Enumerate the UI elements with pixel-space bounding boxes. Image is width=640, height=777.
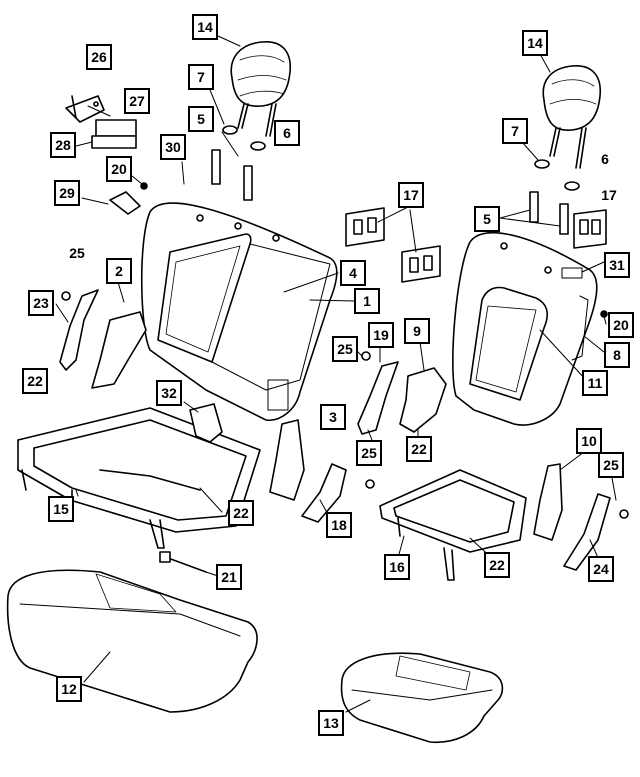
latch-bracket-26 [65,95,105,123]
callout-2: 2 [106,258,132,284]
bracket-9 [399,367,447,433]
callout-9: 9 [404,318,430,344]
bolt-21 [159,551,207,573]
pad-28 [91,135,137,149]
bushing-right-7 [534,159,550,169]
headrest-guides-left [211,149,253,201]
screw-25c [365,479,375,489]
callout-25-c: 25 [356,440,382,466]
seat-back-left [140,202,338,421]
callout-25-d: 25 [598,452,624,478]
callout-18: 18 [326,512,352,538]
seat-cushion-left [6,569,258,713]
callout-20-right: 20 [608,312,634,338]
callout-14-left: 14 [192,14,218,40]
callout-6-left: 6 [274,120,300,146]
seat-frame-left [17,407,261,549]
callout-11: 11 [582,370,608,396]
callout-4: 4 [340,260,366,286]
callout-13: 13 [318,710,344,736]
callout-14-right: 14 [522,30,548,56]
callout-22-a: 22 [22,368,48,394]
callout-32: 32 [156,380,182,406]
callout-17-b: 17 [601,187,617,203]
callout-19: 19 [368,322,394,348]
callout-25-b: 25 [332,336,358,362]
callout-22-b: 22 [228,500,254,526]
trim-24 [563,493,611,571]
callout-22-d: 22 [484,552,510,578]
callout-24: 24 [588,556,614,582]
callout-1: 1 [354,288,380,314]
callout-29: 29 [54,180,80,206]
bushing-right-6 [564,181,580,191]
callout-30: 30 [160,134,186,160]
headrest-right [542,65,601,169]
callout-25-left: 25 [69,245,85,261]
bracket-2 [91,311,147,389]
screw-20a [140,182,148,190]
latch-17c [573,209,607,249]
callout-22-c: 22 [406,436,432,462]
seat-frame-right [379,469,527,581]
callout-5-left: 5 [188,106,214,132]
latch-17a [345,207,385,247]
screw-25d [619,509,629,519]
callout-20-left: 20 [106,156,132,182]
hinge-32 [189,403,223,443]
seat-back-right [452,232,598,426]
callout-17-a: 17 [398,182,424,208]
seat-cushion-right [340,652,504,744]
latch-17b [401,245,441,283]
callout-7-left: 7 [188,64,214,90]
screw-23 [61,291,71,301]
trim-19 [357,361,399,435]
callout-23: 23 [28,290,54,316]
callout-28: 28 [50,132,76,158]
callout-6-right: 6 [601,151,609,167]
bushing-left-7 [222,125,238,135]
callout-15: 15 [48,496,74,522]
pivot-bracket-right [533,463,563,541]
clip-29 [109,191,141,215]
callout-3: 3 [320,404,346,430]
callout-31: 31 [604,252,630,278]
headrest-left [230,41,291,137]
pivot-bracket-left [269,419,305,501]
trim-23 [59,289,99,371]
cover-27 [95,119,137,137]
callout-5-right: 5 [474,206,500,232]
callout-21: 21 [216,564,242,590]
callout-27: 27 [124,88,150,114]
callout-10: 10 [576,428,602,454]
headrest-guides-right [529,191,569,235]
callout-8: 8 [604,342,630,368]
callout-26: 26 [86,44,112,70]
callout-7-right: 7 [502,118,528,144]
bushing-left-6 [250,141,266,151]
screw-25b [361,351,371,361]
leader-lines [55,35,617,713]
callout-12: 12 [56,676,82,702]
trim-18 [301,463,347,523]
callout-16: 16 [384,554,410,580]
